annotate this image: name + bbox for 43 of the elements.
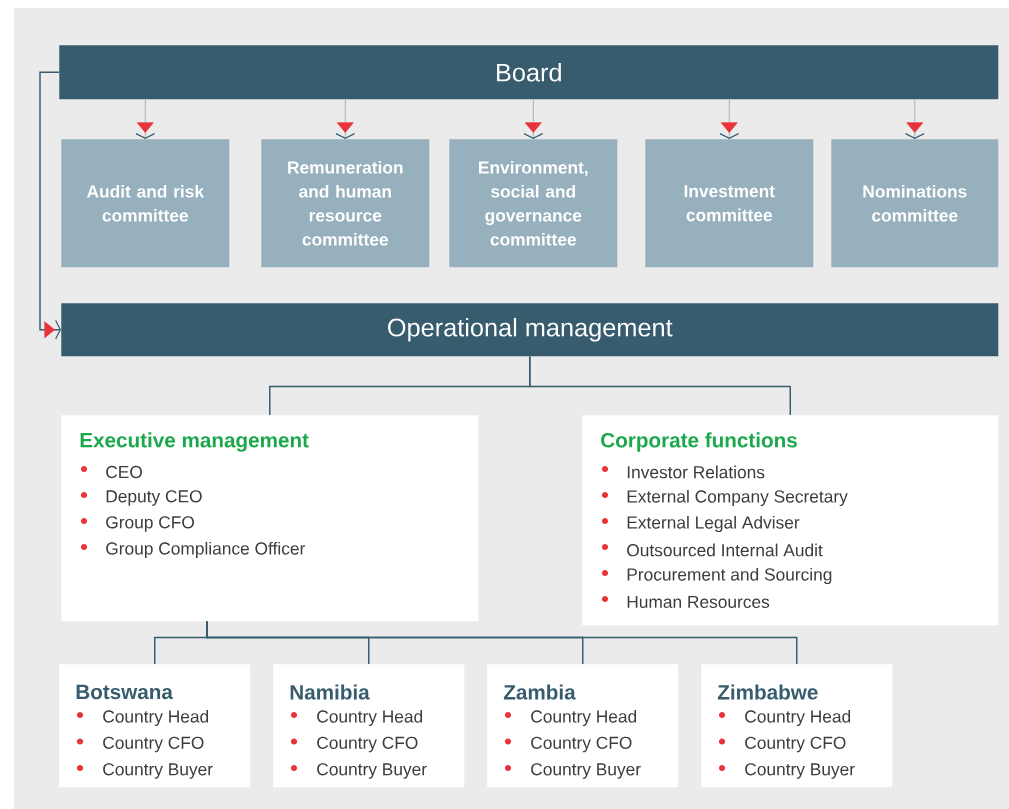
list-item: Outsourced Internal Audit xyxy=(627,543,823,557)
committee-box: Audit and risk committee xyxy=(61,139,230,268)
committee-box: Environment, social and governance committee xyxy=(449,139,618,268)
committee-box: Remuneration and human resource committee xyxy=(261,139,430,268)
list-item: Country CFO xyxy=(103,736,204,753)
list-item: Country CFO xyxy=(317,736,418,753)
list-item: Country Buyer xyxy=(745,763,855,779)
list-item: Country Head xyxy=(317,709,423,727)
list-item: Procurement and Sourcing xyxy=(627,567,832,585)
list-item: Deputy CEO xyxy=(106,490,202,506)
committee-box: Investment committee xyxy=(645,139,814,268)
connector-line xyxy=(206,620,798,665)
chevron-arrow xyxy=(135,99,156,139)
list-item: Country CFO xyxy=(531,736,632,753)
committee-box: Nominations committee xyxy=(831,139,999,268)
header-bar: Board xyxy=(59,45,999,100)
heading: Zimbabwe xyxy=(717,684,818,700)
arrow xyxy=(39,71,61,340)
list-item: Country Buyer xyxy=(103,763,213,779)
list-item: Country CFO xyxy=(745,736,846,753)
list-item: Country Head xyxy=(745,709,851,727)
header-bar: Operational management xyxy=(61,303,999,357)
chevron-arrow xyxy=(523,99,544,139)
list-item: Group Compliance Officer xyxy=(106,541,305,559)
heading: Botswana xyxy=(76,684,173,700)
list-item: CEO xyxy=(106,465,142,479)
list-item: Investor Relations xyxy=(627,465,765,479)
list-item: External Legal Adviser xyxy=(627,515,800,533)
list-item: Country Head xyxy=(103,709,209,727)
chevron-arrow xyxy=(904,99,925,139)
chevron-arrow xyxy=(335,99,356,139)
list-item: Group CFO xyxy=(106,516,194,532)
list-item: Country Head xyxy=(531,709,637,727)
list-item: External Company Secretary xyxy=(627,489,848,507)
list-item: Country Buyer xyxy=(317,763,427,779)
heading: Executive management xyxy=(80,432,309,452)
chevron-arrow xyxy=(719,99,740,139)
heading: Namibia xyxy=(290,684,370,700)
list-item: Country Buyer xyxy=(531,763,641,779)
list-item: Human Resources xyxy=(627,595,770,609)
connector-line xyxy=(529,355,791,416)
heading: Corporate functions xyxy=(601,432,797,452)
heading: Zambia xyxy=(503,684,576,700)
